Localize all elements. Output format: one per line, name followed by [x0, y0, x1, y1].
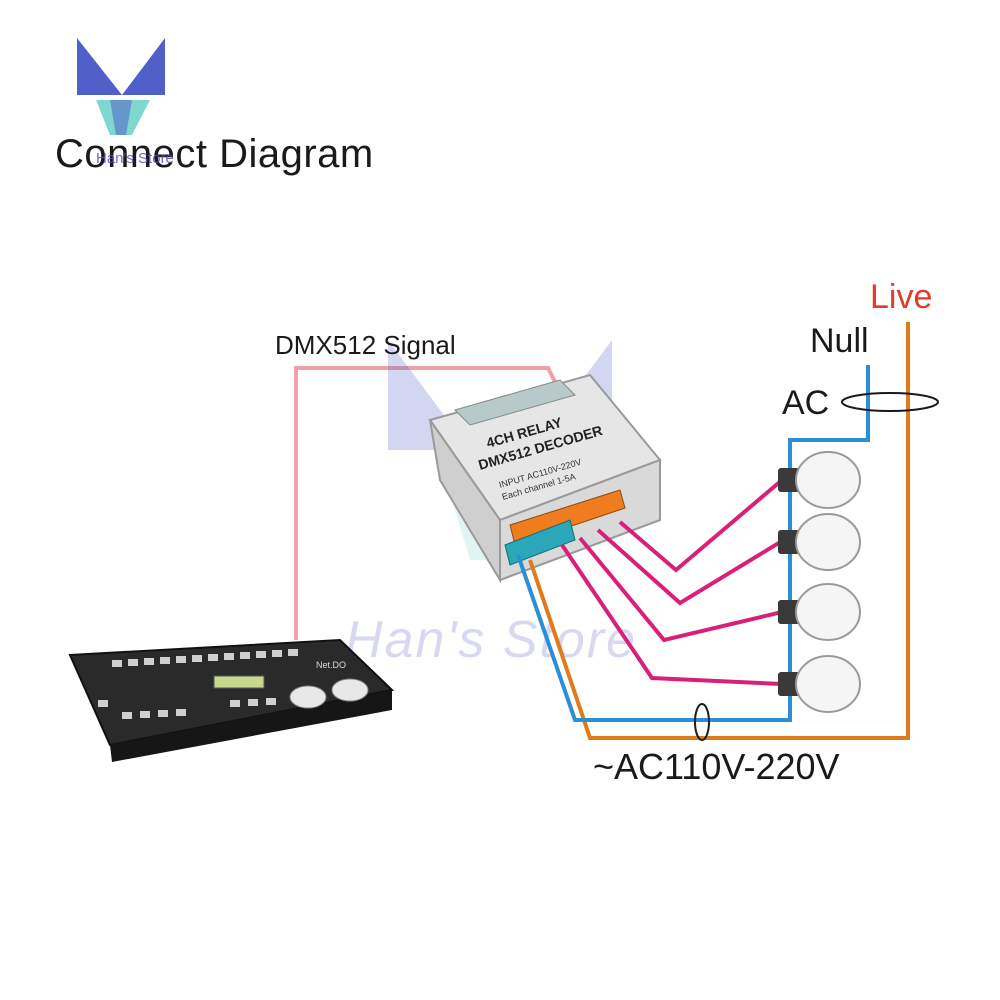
lamp-wire-2: [596, 528, 784, 606]
lamp-wire-3: [578, 536, 783, 643]
ac-label: AC: [782, 384, 830, 422]
live-label: Live: [870, 278, 933, 316]
light-bulb-icon: [778, 451, 861, 509]
light-bulb-icon: [778, 513, 861, 571]
dmx-console: Net.DO: [68, 638, 395, 762]
store-logo-icon: [77, 38, 165, 135]
light-bulb-icon: [778, 583, 861, 641]
ac-clamp-icon: [841, 392, 939, 412]
diagram-title: Connect Diagram: [55, 132, 374, 176]
relay-decoder-module: 4CH RELAY DMX512 DECODER INPUT AC110V-22…: [428, 373, 662, 584]
ac-range-clamp-icon: [694, 703, 710, 741]
live-wire: [528, 322, 910, 740]
null-wire: [516, 365, 870, 722]
voltage-range-label: ~AC110V-220V: [593, 746, 840, 787]
dmx-signal-wire: [294, 366, 562, 640]
lamp-wire-1: [618, 478, 784, 573]
console-brand: Net.DO: [316, 660, 346, 670]
logo-store-name: Han's Store: [96, 150, 174, 167]
lamp-wire-4: [560, 543, 783, 686]
light-bulb-icon: [778, 655, 861, 713]
watermark: Han's Store: [345, 611, 638, 669]
dmx-signal-label: DMX512 Signal: [275, 330, 456, 360]
null-label: Null: [810, 322, 869, 360]
